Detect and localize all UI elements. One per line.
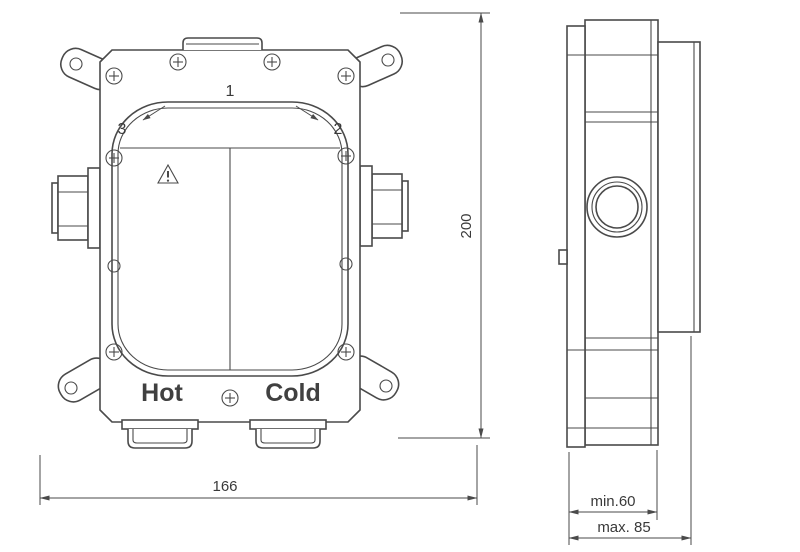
screw [105, 67, 123, 85]
step-3-arrow [142, 105, 166, 121]
step-1-label: 1 [226, 83, 235, 100]
min-depth-label: min.60 [590, 493, 635, 510]
ear-hole-bottom-right [379, 379, 393, 393]
screw [337, 67, 355, 85]
screw [105, 343, 123, 361]
bottom-port-cold [249, 419, 327, 449]
bottom-port-hot [121, 419, 199, 449]
ear-hole-bottom-left [64, 381, 78, 395]
port-collar [359, 165, 373, 247]
side-port-outlet [586, 176, 648, 238]
port-body [371, 173, 403, 239]
plate-hole-left [107, 259, 121, 273]
top-tab [182, 37, 263, 50]
port-end-cap [401, 180, 409, 232]
height-dimension: 200 [398, 12, 490, 439]
step-3-label: 3 [118, 121, 127, 138]
warning-triangle-icon [157, 163, 179, 184]
ear-hole-top-right [381, 53, 395, 67]
step-2-label: 2 [334, 121, 343, 138]
side-view [558, 19, 701, 448]
screw [337, 343, 355, 361]
screw [221, 389, 239, 407]
cold-label: Cold [265, 379, 321, 407]
height-dimension-label: 200 [458, 213, 475, 238]
width-dimension: 166 [39, 445, 478, 505]
valve-rear-housing [657, 41, 701, 333]
hot-label: Hot [141, 379, 183, 407]
screw [169, 53, 187, 71]
port-collar [87, 167, 101, 249]
front-view: 1 3 2 Hot Cold [51, 37, 409, 449]
fixing-screws [105, 53, 355, 407]
valve-opening [111, 101, 349, 377]
screw [105, 149, 123, 167]
width-dimension-label: 166 [212, 478, 237, 495]
side-port-right [359, 165, 409, 247]
screw [337, 147, 355, 165]
step-2-arrow [295, 105, 319, 121]
side-port-left [51, 167, 101, 249]
flange-lug [558, 249, 568, 265]
plate-hole-right [339, 257, 353, 271]
ear-hole-top-left [69, 57, 83, 71]
step-annotations: 1 3 2 [118, 83, 343, 138]
screw [263, 53, 281, 71]
mounting-flange [566, 25, 586, 448]
depth-dimensions: min.60 max. 85 [568, 336, 692, 545]
max-depth-label: max. 85 [597, 519, 650, 536]
port-body [57, 175, 89, 241]
port-end-cap [51, 182, 59, 234]
